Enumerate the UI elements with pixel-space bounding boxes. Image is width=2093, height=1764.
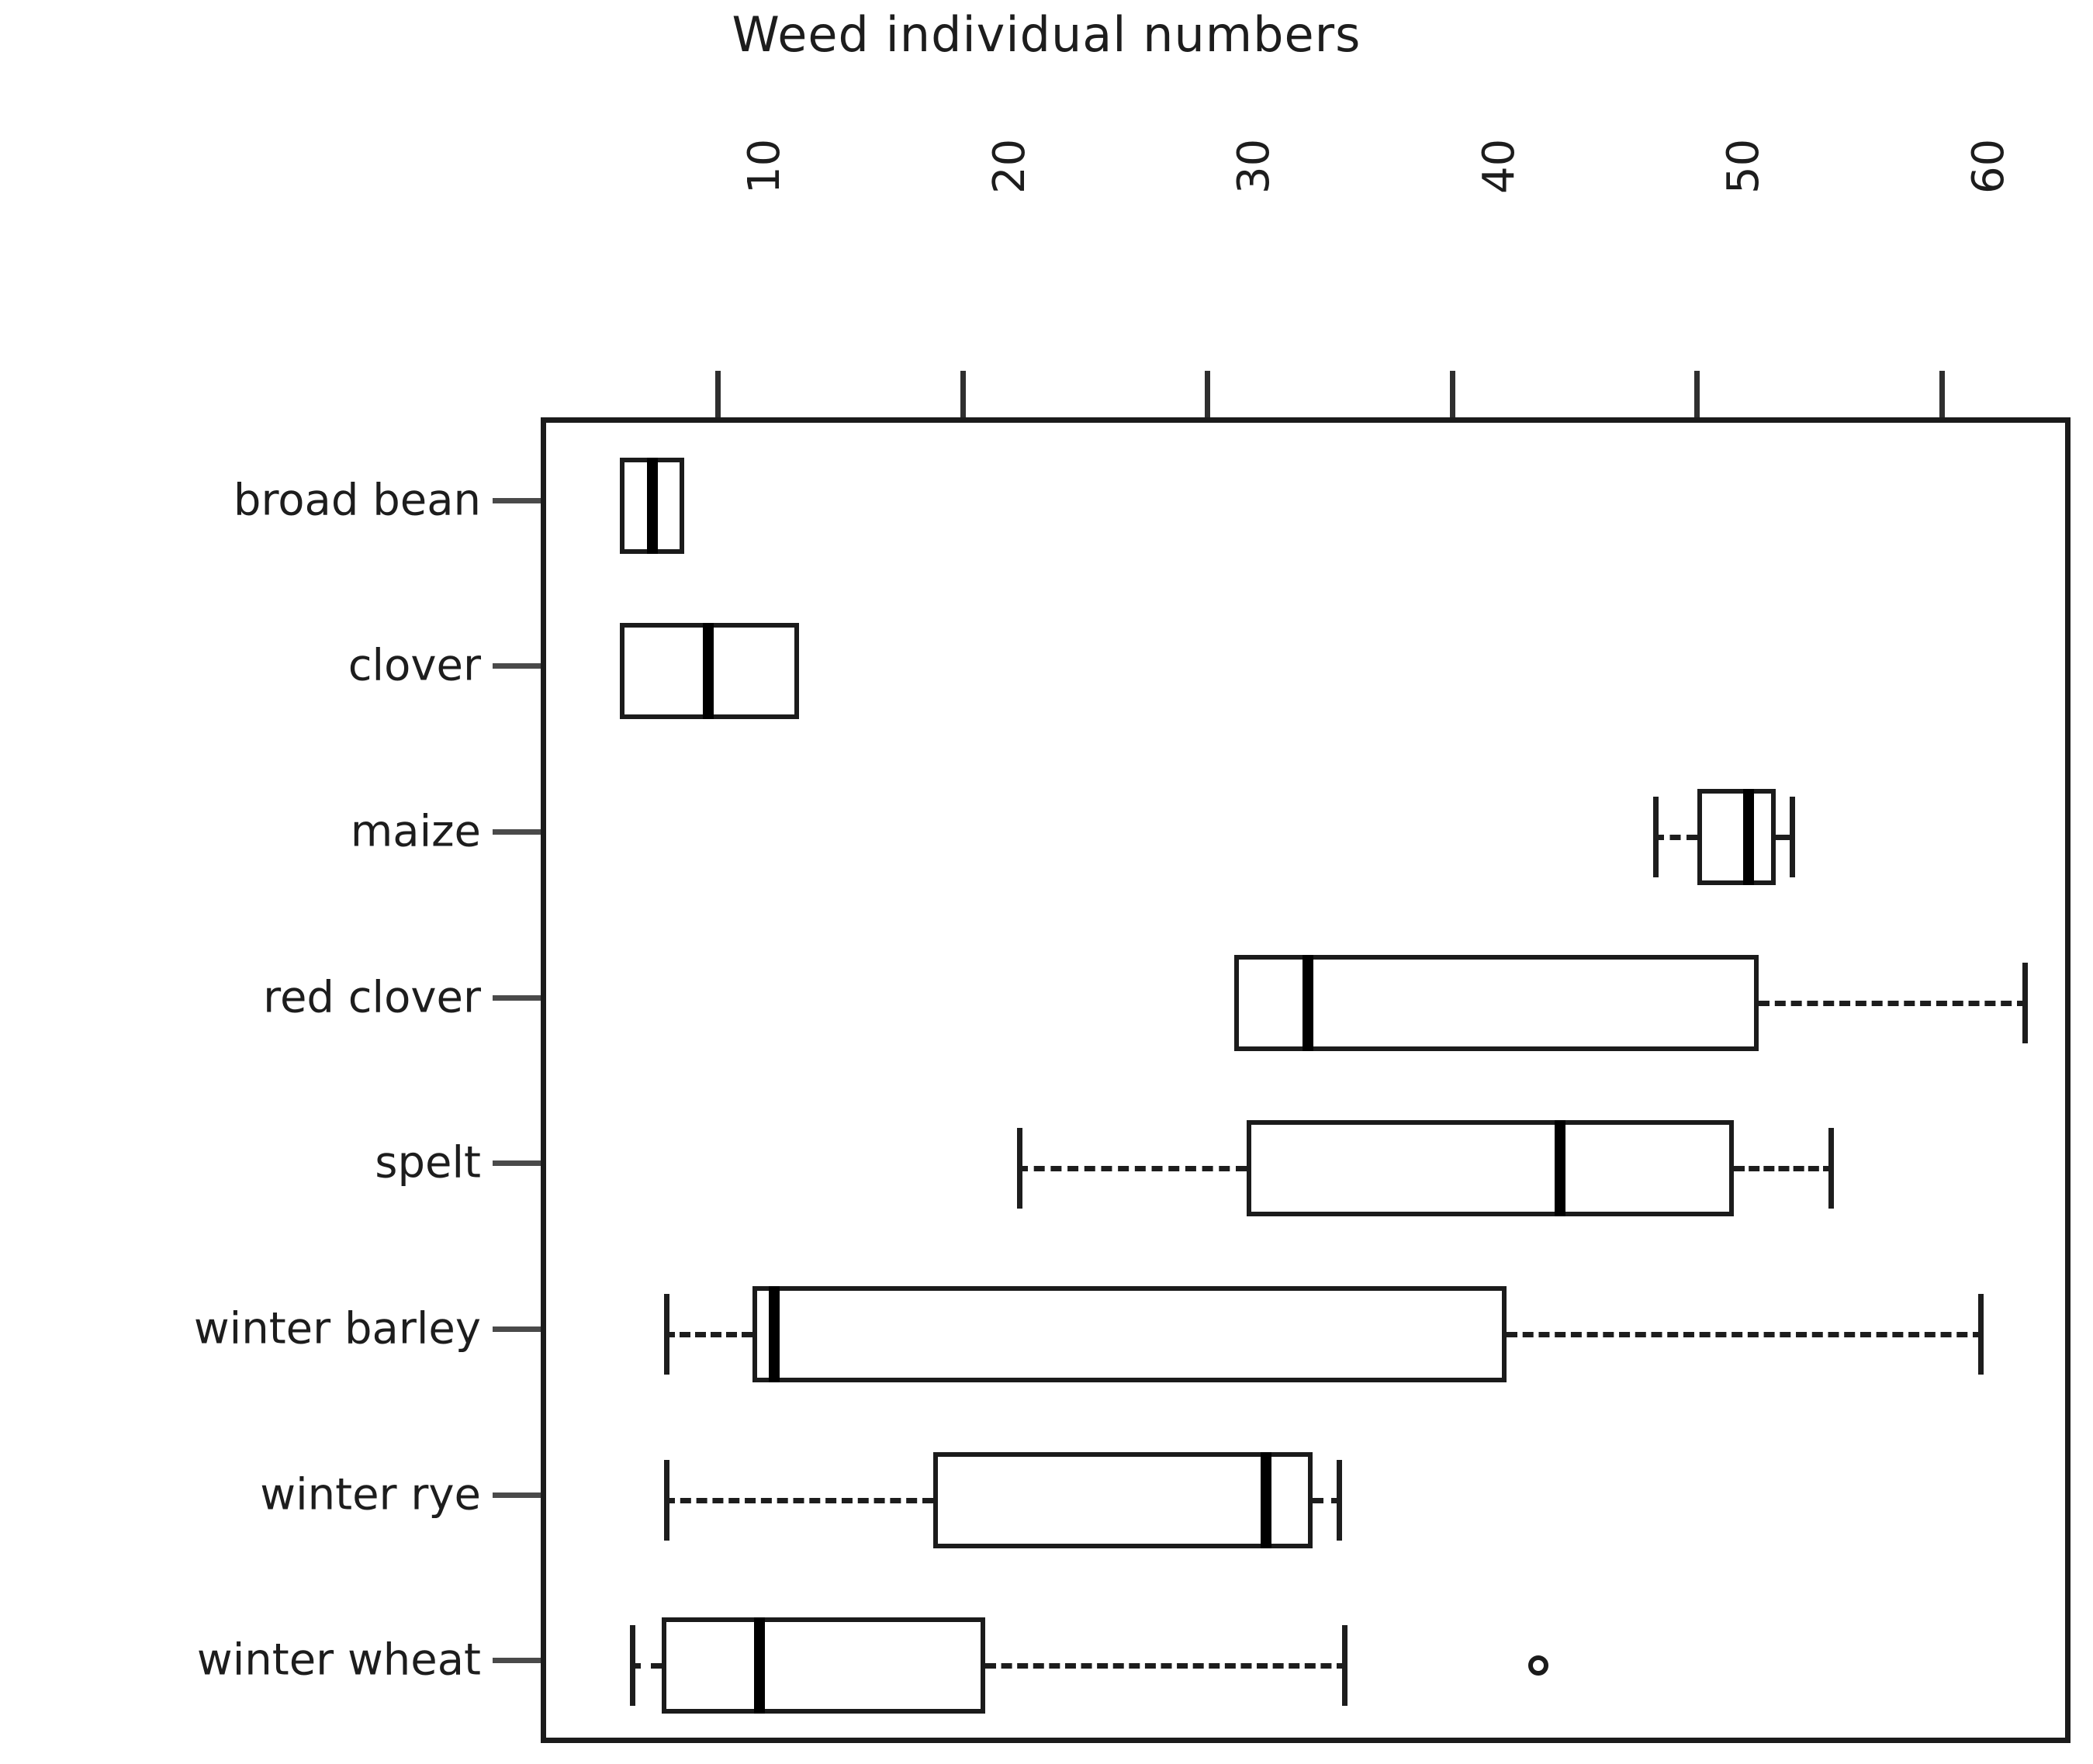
box-iqr-rect bbox=[662, 1617, 985, 1714]
plot-area bbox=[541, 417, 2071, 1743]
box-iqr-rect bbox=[1697, 789, 1776, 886]
whisker-upper bbox=[1734, 1166, 1835, 1172]
boxplot-box bbox=[546, 423, 2065, 1738]
whisker-cap-upper bbox=[1828, 1128, 1835, 1209]
x-axis-tick-label: 50 bbox=[1718, 138, 1769, 194]
y-axis-category-label: winter barley bbox=[193, 1303, 481, 1354]
y-axis-tick bbox=[493, 829, 541, 835]
whisker-cap-upper bbox=[2022, 962, 2028, 1043]
y-axis-category-label: broad bean bbox=[233, 475, 481, 526]
x-axis-tick bbox=[1694, 371, 1700, 417]
whisker-cap-lower bbox=[1016, 1128, 1022, 1209]
whisker-lower bbox=[664, 1331, 752, 1337]
boxplot-box bbox=[546, 423, 2065, 1738]
boxplot-box bbox=[546, 423, 2065, 1738]
median-line bbox=[1303, 954, 1314, 1051]
boxplot-box bbox=[546, 423, 2065, 1738]
x-axis-tick bbox=[1205, 371, 1210, 417]
whisker-cap-lower bbox=[1652, 797, 1659, 878]
whisker-cap-upper bbox=[1341, 1625, 1347, 1707]
x-axis-tick bbox=[1449, 371, 1455, 417]
median-line bbox=[646, 457, 658, 554]
whisker-cap-lower bbox=[630, 1625, 636, 1707]
y-axis-category-label: spelt bbox=[375, 1137, 481, 1188]
whisker-upper bbox=[1758, 1000, 2028, 1006]
whisker-cap-lower bbox=[664, 1293, 670, 1375]
median-line bbox=[1742, 789, 1754, 886]
boxplot-box bbox=[546, 423, 2065, 1738]
boxplot-box bbox=[546, 423, 2065, 1738]
whisker-cap-upper bbox=[1977, 1293, 1984, 1375]
x-axis-tick bbox=[1939, 371, 1945, 417]
median-line bbox=[1555, 1120, 1565, 1217]
chart-title: Weed individual numbers bbox=[732, 6, 1361, 63]
box-iqr-rect bbox=[1234, 954, 1759, 1051]
y-axis-tick bbox=[493, 1326, 541, 1332]
y-axis-tick bbox=[493, 1492, 541, 1498]
whisker-upper bbox=[984, 1663, 1347, 1669]
y-axis-tick bbox=[493, 1160, 541, 1167]
whisker-cap-lower bbox=[664, 1459, 670, 1541]
x-axis-tick bbox=[960, 371, 966, 417]
y-axis-tick bbox=[493, 663, 541, 669]
y-axis-category-label: maize bbox=[350, 806, 481, 857]
whisker-upper bbox=[1313, 1497, 1343, 1503]
y-axis-tick bbox=[493, 1658, 541, 1664]
median-line bbox=[703, 623, 714, 720]
x-axis-tick-label: 20 bbox=[984, 138, 1035, 194]
box-iqr-rect bbox=[933, 1451, 1313, 1548]
y-axis-tick bbox=[493, 497, 541, 503]
y-axis-category-label: clover bbox=[348, 640, 481, 691]
boxplot-box bbox=[546, 423, 2065, 1738]
whisker-lower bbox=[1652, 835, 1697, 841]
x-axis-tick-label: 30 bbox=[1229, 138, 1279, 194]
boxplot-box bbox=[546, 423, 2065, 1738]
x-axis-tick bbox=[715, 371, 721, 417]
x-axis-tick-label: 40 bbox=[1473, 138, 1524, 194]
whisker-lower bbox=[664, 1497, 934, 1503]
y-axis-category-label: winter rye bbox=[260, 1469, 481, 1520]
whisker-upper bbox=[1775, 835, 1795, 841]
median-line bbox=[769, 1285, 780, 1382]
median-line bbox=[1261, 1451, 1272, 1548]
y-axis-category-label: winter wheat bbox=[196, 1634, 481, 1686]
whisker-lower bbox=[1016, 1166, 1247, 1172]
y-axis-tick bbox=[493, 994, 541, 1001]
y-axis-category-label: red clover bbox=[263, 972, 481, 1023]
box-iqr-rect bbox=[752, 1285, 1507, 1382]
whisker-cap-upper bbox=[1337, 1459, 1343, 1541]
median-line bbox=[754, 1617, 766, 1714]
whisker-cap-upper bbox=[1789, 797, 1795, 878]
x-axis-tick-label: 60 bbox=[1963, 138, 2014, 194]
whisker-upper bbox=[1506, 1331, 1984, 1337]
x-axis-tick-label: 10 bbox=[739, 138, 790, 194]
whisker-lower bbox=[630, 1663, 662, 1669]
box-iqr-rect bbox=[1247, 1120, 1734, 1217]
outlier-point bbox=[1527, 1655, 1548, 1676]
